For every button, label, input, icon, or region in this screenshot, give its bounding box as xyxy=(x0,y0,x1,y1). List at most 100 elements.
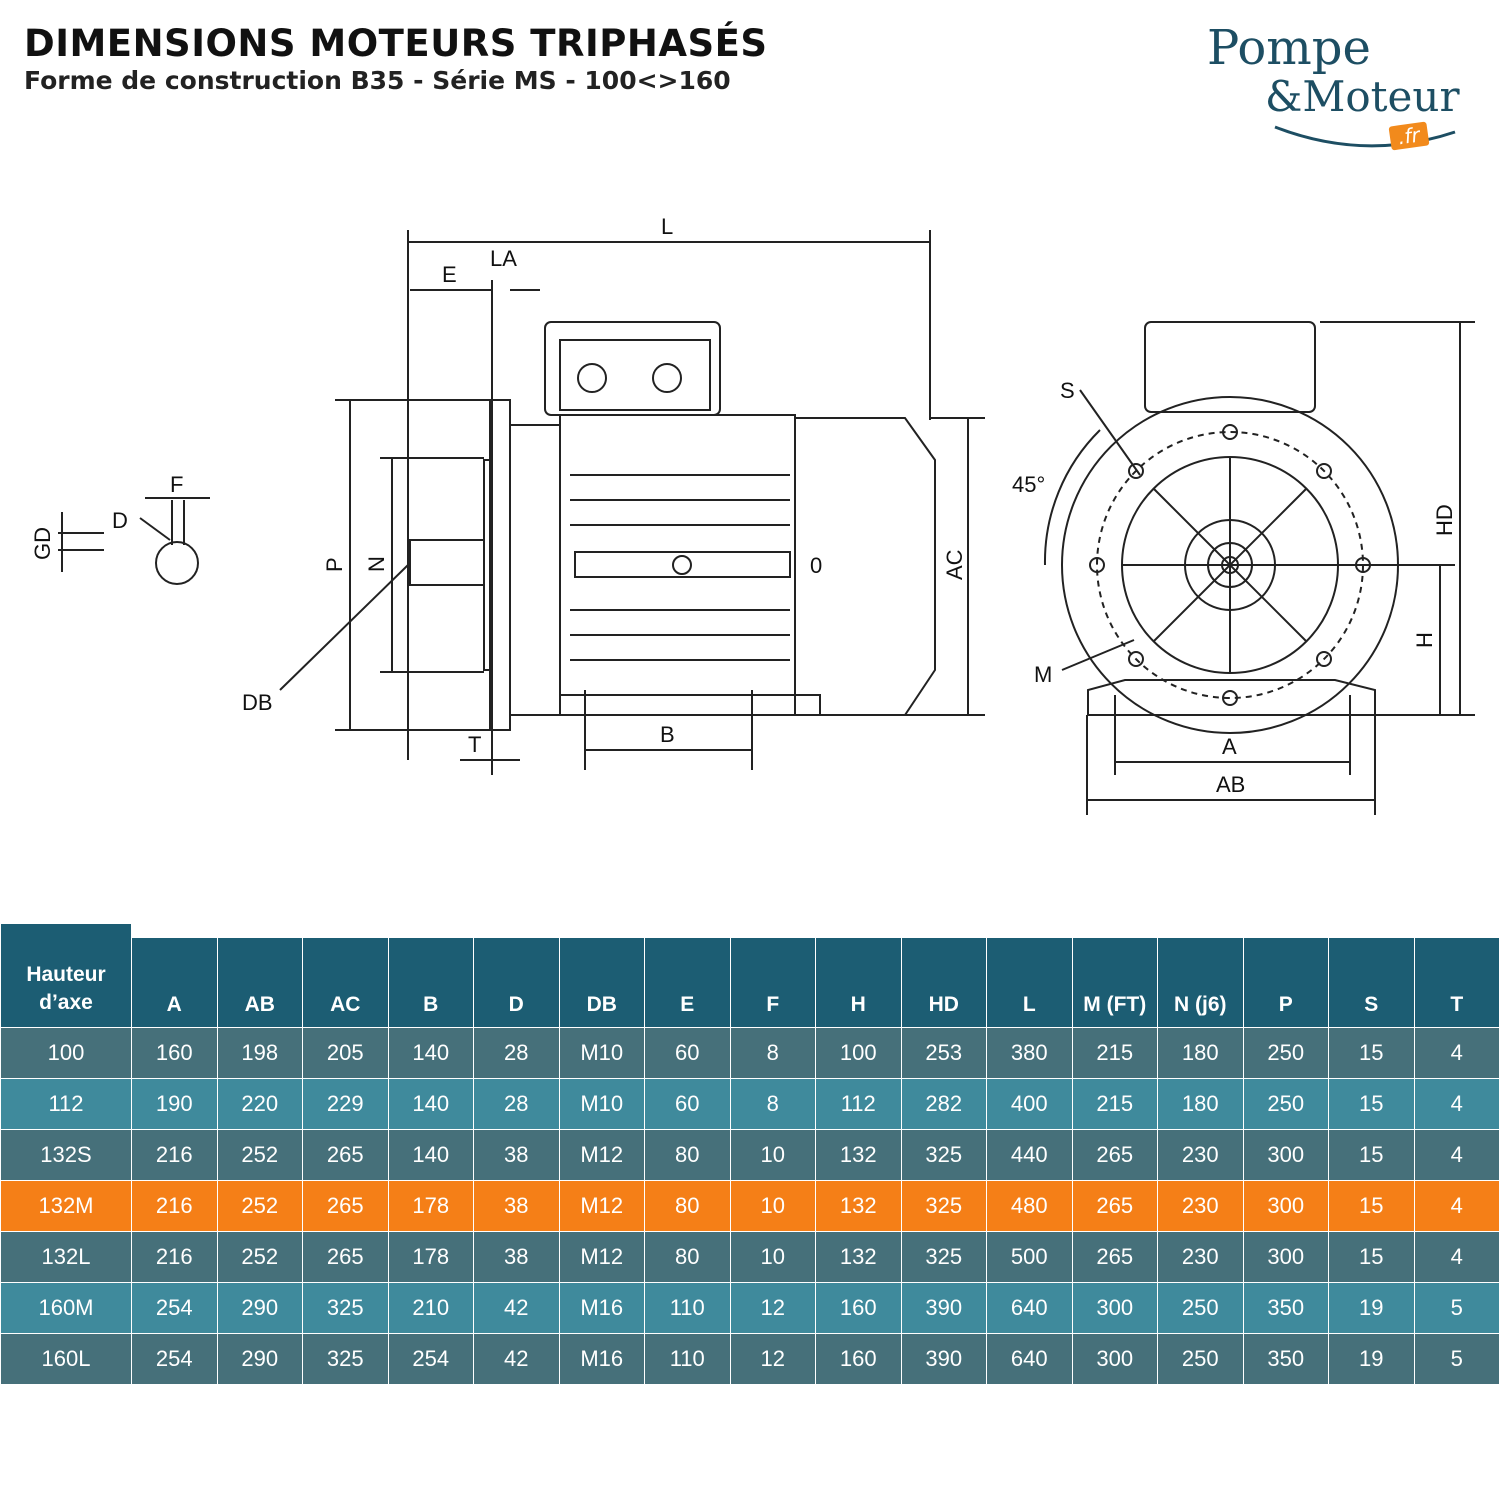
table-cell: 5 xyxy=(1413,1333,1500,1385)
table-cell: M16 xyxy=(558,1282,645,1334)
table-cell: 15 xyxy=(1328,1231,1415,1283)
table-cell: 216 xyxy=(131,1180,218,1232)
table-cell: 230 xyxy=(1157,1231,1244,1283)
table-cell: M12 xyxy=(558,1231,645,1283)
table-cell: 28 xyxy=(473,1078,560,1130)
table-cell: 254 xyxy=(131,1333,218,1385)
table-cell: 132 xyxy=(815,1231,902,1283)
table-cell: 10 xyxy=(729,1231,816,1283)
table-cell: 38 xyxy=(473,1129,560,1181)
table-cell: 230 xyxy=(1157,1129,1244,1181)
table-cell: 265 xyxy=(1071,1231,1158,1283)
column-header: D xyxy=(473,908,560,1028)
column-header: P xyxy=(1242,908,1329,1028)
label-la: LA xyxy=(490,246,517,271)
table-cell: 132 xyxy=(815,1180,902,1232)
table-cell: 390 xyxy=(900,1333,987,1385)
table-cell: 350 xyxy=(1242,1333,1329,1385)
table-cell: M10 xyxy=(558,1027,645,1079)
table-cell: 325 xyxy=(900,1231,987,1283)
table-cell: 300 xyxy=(1242,1180,1329,1232)
table-cell: 250 xyxy=(1157,1282,1244,1334)
column-header: H xyxy=(815,908,902,1028)
label-p: P xyxy=(322,557,347,572)
table-cell: 38 xyxy=(473,1231,560,1283)
table-cell: 8 xyxy=(729,1078,816,1130)
label-m: M xyxy=(1034,662,1052,687)
table-cell: 180 xyxy=(1157,1078,1244,1130)
table-cell: 265 xyxy=(302,1180,389,1232)
row-axis-height-cell: 160M xyxy=(0,1282,132,1334)
column-header: A xyxy=(131,908,218,1028)
table-cell: 80 xyxy=(644,1129,731,1181)
table-cell: 216 xyxy=(131,1231,218,1283)
table-cell: 350 xyxy=(1242,1282,1329,1334)
row-axis-height-cell: 132L xyxy=(0,1231,132,1283)
label-gd: GD xyxy=(30,527,55,560)
table-cell: 15 xyxy=(1328,1180,1415,1232)
table-cell: 480 xyxy=(986,1180,1073,1232)
table-cell: 300 xyxy=(1071,1333,1158,1385)
table-cell: 252 xyxy=(216,1180,303,1232)
table-cell: 42 xyxy=(473,1333,560,1385)
table-cell: 160 xyxy=(131,1027,218,1079)
table-cell: 300 xyxy=(1242,1129,1329,1181)
table-cell: 252 xyxy=(216,1129,303,1181)
column-header: L xyxy=(986,908,1073,1028)
table-cell: 250 xyxy=(1242,1078,1329,1130)
table-cell: 8 xyxy=(729,1027,816,1079)
table-cell: 160 xyxy=(815,1333,902,1385)
table-cell: 290 xyxy=(216,1333,303,1385)
table-cell: 215 xyxy=(1071,1027,1158,1079)
table-cell: 160 xyxy=(815,1282,902,1334)
table-cell: 390 xyxy=(900,1282,987,1334)
table-cell: 254 xyxy=(131,1282,218,1334)
label-a: A xyxy=(1222,734,1237,759)
table-cell: 640 xyxy=(986,1333,1073,1385)
table-cell: 265 xyxy=(1071,1129,1158,1181)
table-cell: M12 xyxy=(558,1180,645,1232)
label-s: S xyxy=(1060,378,1075,403)
table-cell: 220 xyxy=(216,1078,303,1130)
column-header: B xyxy=(387,908,474,1028)
table-cell: 4 xyxy=(1413,1180,1500,1232)
table-cell: 42 xyxy=(473,1282,560,1334)
motor-frame xyxy=(559,414,796,716)
brand-logo: Pompe &Moteur .fr xyxy=(1195,12,1495,162)
page-title: DIMENSIONS MOTEURS TRIPHASÉS xyxy=(24,22,768,65)
table-cell: 290 xyxy=(216,1282,303,1334)
table-cell: 400 xyxy=(986,1078,1073,1130)
column-header: AB xyxy=(216,908,303,1028)
table-cell: 80 xyxy=(644,1180,731,1232)
dimensions-table: Hauteur d’axe A AB AC B D DB E F H HD L … xyxy=(0,908,1500,1385)
table-cell: 4 xyxy=(1413,1078,1500,1130)
label-t: T xyxy=(468,732,481,757)
table-cell: 254 xyxy=(387,1333,474,1385)
label-l: L xyxy=(661,214,673,239)
label-db: DB xyxy=(242,690,273,715)
table-cell: 12 xyxy=(729,1333,816,1385)
table-cell: 10 xyxy=(729,1129,816,1181)
table-cell: 265 xyxy=(1071,1180,1158,1232)
label-n: N xyxy=(364,556,389,572)
column-header: N (j6) xyxy=(1157,908,1244,1028)
table-cell: 325 xyxy=(900,1180,987,1232)
table-cell: 325 xyxy=(302,1333,389,1385)
header-hauteur-axe: Hauteur d’axe xyxy=(0,922,132,1028)
label-angle: 45° xyxy=(1012,472,1045,497)
table-cell: 190 xyxy=(131,1078,218,1130)
table-cell: 229 xyxy=(302,1078,389,1130)
table-cell: 205 xyxy=(302,1027,389,1079)
table-cell: 10 xyxy=(729,1180,816,1232)
logo-line1: Pompe xyxy=(1207,20,1371,76)
table-cell: 140 xyxy=(387,1129,474,1181)
table-cell: M10 xyxy=(558,1078,645,1130)
table-cell: 500 xyxy=(986,1231,1073,1283)
table-cell: 110 xyxy=(644,1282,731,1334)
